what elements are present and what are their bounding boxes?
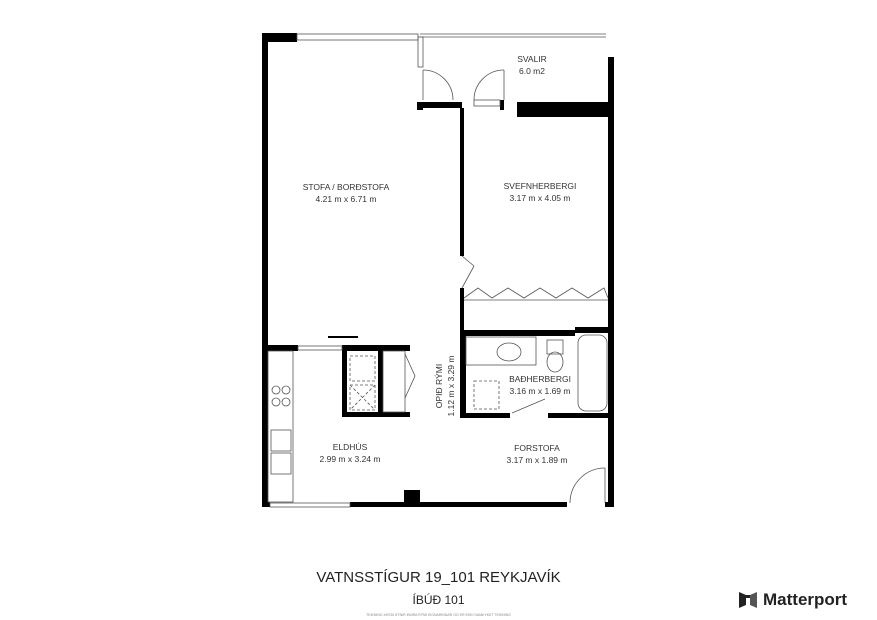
room-forstofa: FORSTOFA 3.17 m x 1.89 m [507, 442, 568, 466]
room-name: STOFA / BORÐSTOFA [302, 182, 390, 192]
room-svefnherbergi: SVEFNHERBERGI 3.17 m x 4.05 m [504, 180, 577, 204]
address-title: VATNSSTÍGUR 19_101 REYKJAVÍK [316, 569, 561, 586]
room-name: ELDHÚS [332, 442, 368, 452]
room-eldhus: ELDHÚS 2.99 m x 3.24 m [320, 441, 381, 465]
room-name: FORSTOFA [514, 443, 560, 453]
walls [262, 33, 614, 507]
room-size: 1.12 m x 3.29 m [446, 355, 456, 417]
disclaimer: TEIKNING ÞESSI SÝNIR INNRA RÝMI EIGNARIN… [366, 613, 511, 617]
room-stofa: STOFA / BORÐSTOFA 4.21 m x 6.71 m [303, 181, 390, 205]
fixtures [267, 33, 609, 508]
room-size: 6.0 m2 [518, 66, 545, 76]
room-size: 3.17 m x 4.05 m [509, 193, 571, 203]
room-size: 3.16 m x 1.69 m [509, 386, 571, 396]
room-name: SVEFNHERBERGI [503, 181, 577, 191]
matterport-logo: Matterport [738, 590, 847, 610]
room-size: 3.17 m x 1.89 m [506, 455, 568, 465]
unit-label: ÍBÚÐ 101 [412, 593, 465, 607]
room-size: 4.21 m x 6.71 m [315, 194, 377, 204]
matterport-logo-icon [739, 592, 757, 608]
brand-name: Matterport [763, 590, 848, 609]
room-svalir: SVALIR 6.0 m2 [517, 53, 547, 77]
room-name: BAÐHERBERGI [509, 374, 571, 384]
room-name: SVALIR [517, 54, 547, 64]
room-size: 2.99 m x 3.24 m [319, 454, 381, 464]
room-badherbergi: BAÐHERBERGI 3.16 m x 1.69 m [509, 373, 571, 397]
room-name: OPIÐ RÝMI [434, 363, 444, 409]
